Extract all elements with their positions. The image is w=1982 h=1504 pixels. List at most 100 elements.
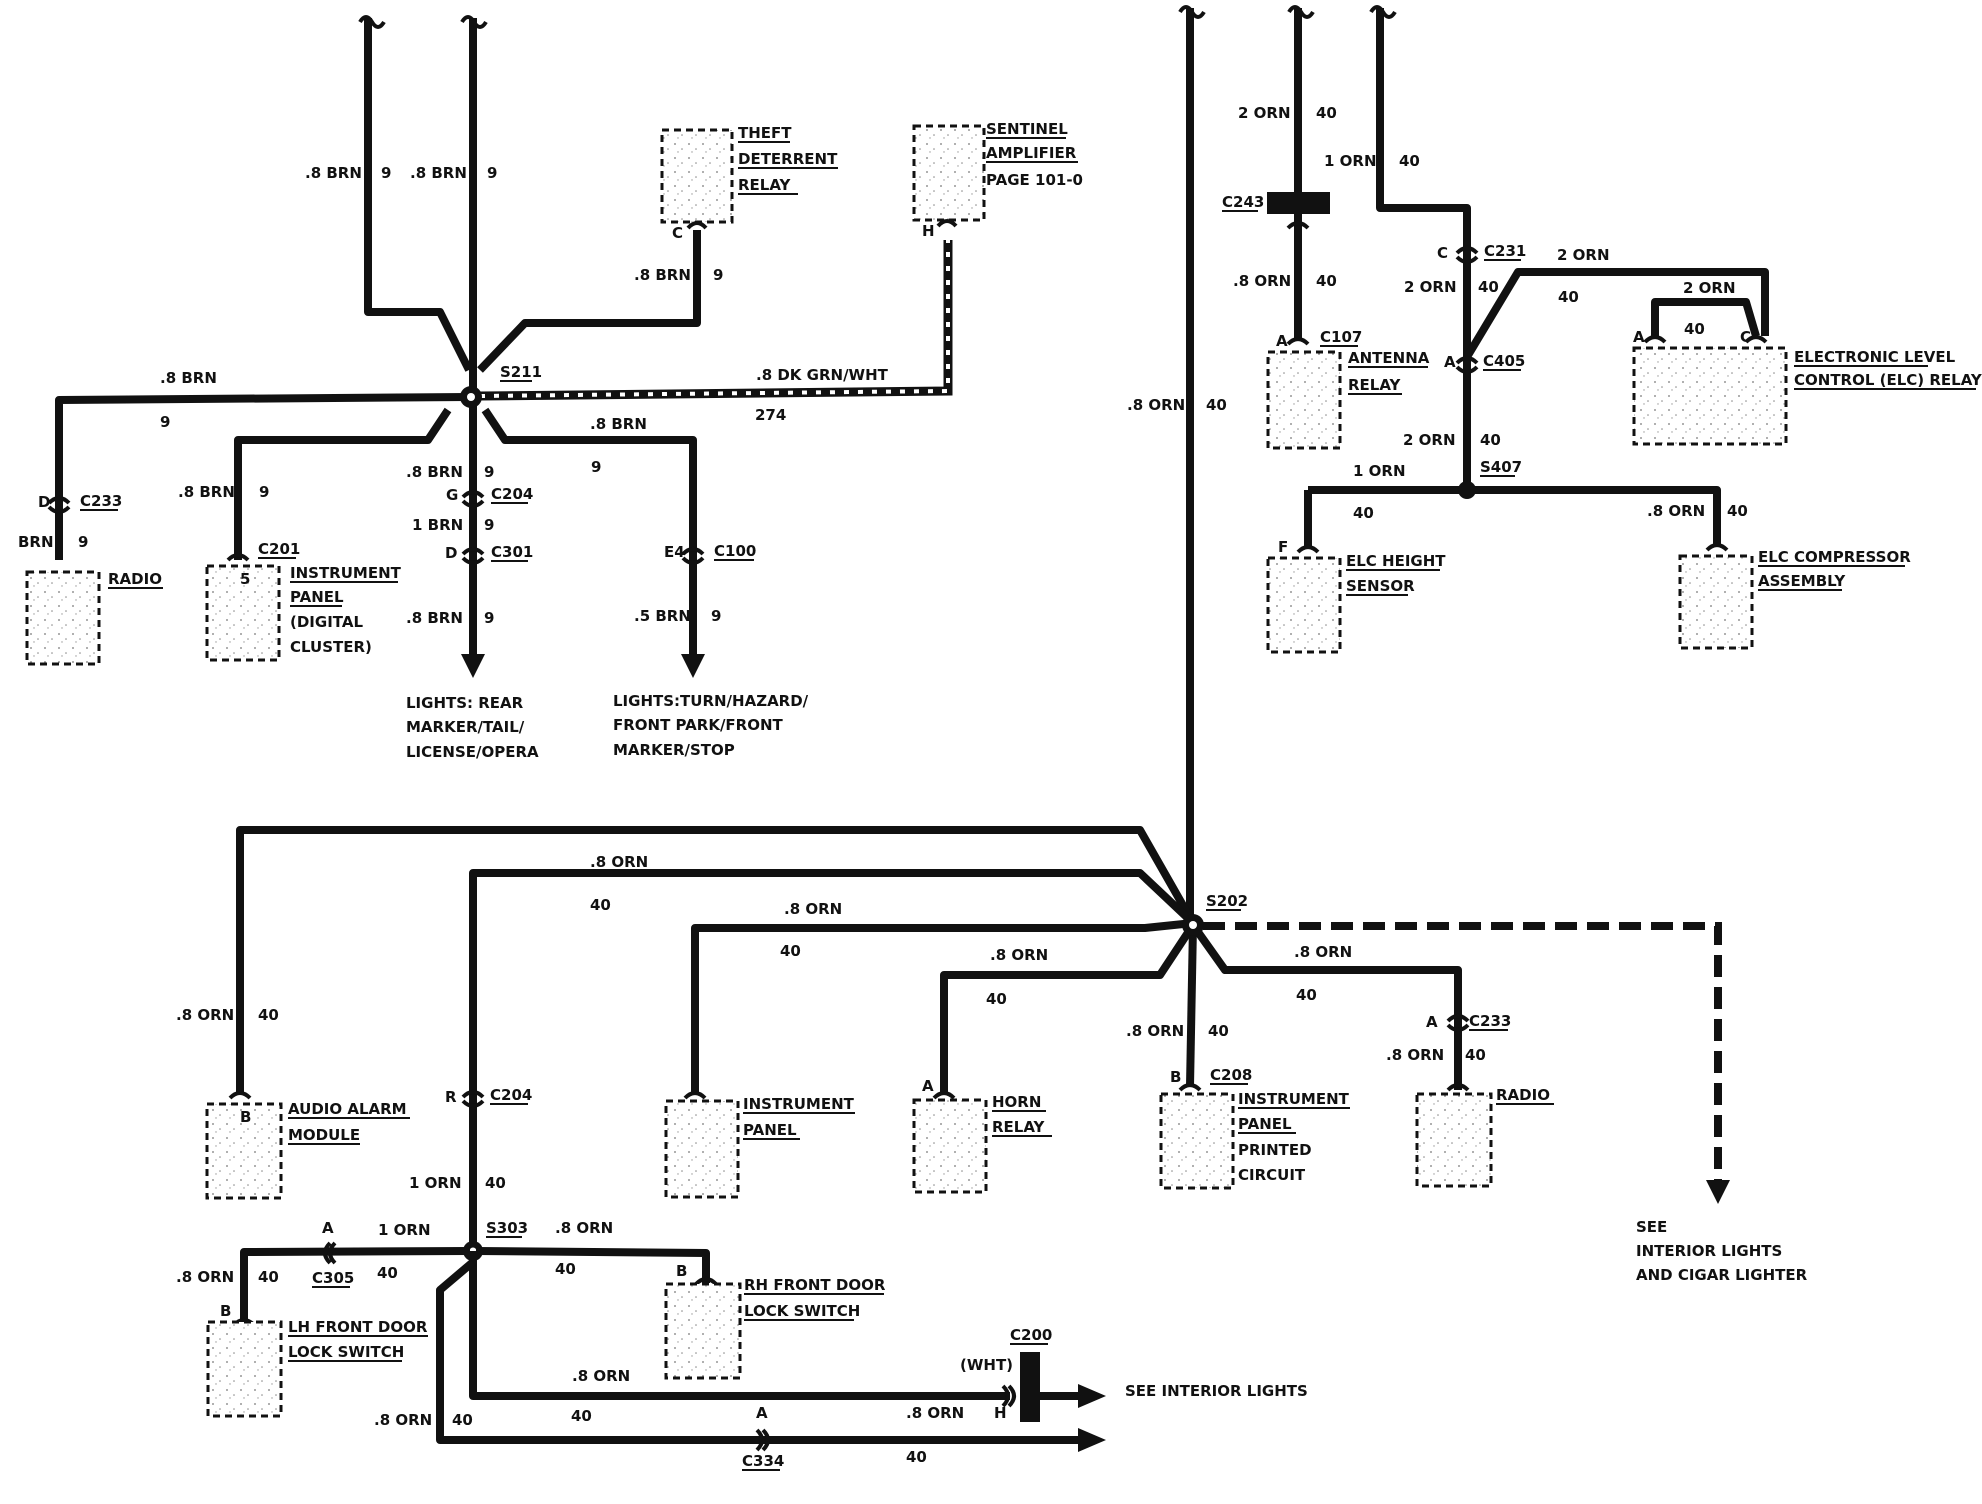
sentinel-amplifier-box	[912, 124, 986, 222]
connector-c334-label: C334	[742, 1452, 784, 1470]
arrow-right	[1078, 1428, 1106, 1452]
wire-label: 2 ORN	[1557, 246, 1610, 264]
arrow-down	[681, 654, 705, 678]
connector-c201-label: C201	[258, 540, 300, 558]
interior-lights-ref: SEE	[1636, 1218, 1667, 1236]
wire-label: .8 ORN	[555, 1219, 613, 1237]
connector-c107-label: C107	[1320, 328, 1362, 346]
wire-label: 40	[1316, 104, 1337, 122]
wire-label: .8 ORN	[1294, 943, 1352, 961]
wire-orn-elc	[1376, 8, 1471, 485]
wire-label: 40	[485, 1174, 506, 1192]
turn-lights-label: FRONT PARK/FRONT	[613, 716, 784, 734]
arrow-right	[1078, 1384, 1106, 1408]
wire-label: 40	[590, 896, 611, 914]
interior-lights-ref: INTERIOR LIGHTS	[1636, 1242, 1782, 1260]
brn-circuit: S211 .8 BRN 9 .8 BRN 9 THEFT DETERRENT R…	[18, 15, 1083, 761]
wire-label: 1 BRN	[412, 516, 463, 534]
elc-height-label: SENSOR	[1346, 577, 1415, 595]
wire-orn-interior-dashed	[1203, 922, 1722, 1180]
connector-pin: A	[1426, 1013, 1438, 1031]
wire-label: .8 ORN	[590, 853, 648, 871]
theft-deterrent-relay-box	[660, 128, 734, 224]
connector-c200-color: (WHT)	[960, 1356, 1013, 1374]
wire-label: 40	[1206, 396, 1227, 414]
connector-pin: A	[322, 1219, 334, 1237]
connector-pin: A	[922, 1077, 934, 1095]
radio-box	[1415, 1092, 1493, 1188]
connector-pin: A	[1276, 332, 1288, 350]
connector-c305-label: C305	[312, 1269, 354, 1287]
wire-label: .8 BRN	[305, 164, 362, 182]
wire-label: .8 BRN	[634, 266, 691, 284]
connector-c208-label: C208	[1210, 1066, 1252, 1084]
connector-c204-label: C204	[491, 485, 533, 503]
wire-label: 9	[484, 609, 494, 627]
wire-orn-s407	[1304, 486, 1721, 548]
wire-label: 40	[1478, 278, 1499, 296]
turn-lights-label: MARKER/STOP	[613, 741, 735, 759]
rh-switch-label: RH FRONT DOOR	[744, 1276, 886, 1294]
connector-pin: A	[756, 1404, 768, 1422]
interior-lights-ref: AND CIGAR LIGHTER	[1636, 1266, 1808, 1284]
connector-c233-label: C233	[80, 492, 122, 510]
wire-label: 1 ORN	[409, 1174, 462, 1192]
wire-label: 40	[1316, 272, 1337, 290]
wire-label: .8 ORN	[176, 1268, 234, 1286]
connector-pin: C	[672, 224, 683, 242]
connector-c231-label: C231	[1484, 242, 1526, 260]
connector-pin: B	[676, 1262, 687, 1280]
wire-label: 40	[1480, 431, 1501, 449]
wire-label: .8 ORN	[906, 1404, 964, 1422]
wire-label: 40	[1727, 502, 1748, 520]
wire-label: .8 DK GRN/WHT	[756, 366, 889, 384]
wire-label: .8 ORN	[1126, 1022, 1184, 1040]
wire-label: .8 ORN	[784, 900, 842, 918]
splice-s407-label: S407	[1480, 458, 1522, 476]
wire-orn-elc-relay	[1463, 268, 1769, 360]
rear-lights-label: LICENSE/OPERA	[406, 743, 539, 761]
wire-label: .8 ORN	[1233, 272, 1291, 290]
connector-pin: H	[922, 222, 935, 240]
wire-label: 9	[484, 463, 494, 481]
arrow-down	[461, 654, 485, 678]
connector-c405-label: C405	[1483, 352, 1525, 370]
elc-height-label: ELC HEIGHT	[1346, 552, 1446, 570]
lh-switch-label: LOCK SWITCH	[288, 1343, 404, 1361]
wire-label: 40	[986, 990, 1007, 1008]
theft-deterrent-label: DETERRENT	[738, 150, 838, 168]
sentinel-label: PAGE 101-0	[986, 171, 1083, 189]
wire-label: 40	[258, 1006, 279, 1024]
wire-label: 40	[780, 942, 801, 960]
connector-pin: A	[1633, 328, 1645, 346]
wire-label: .8 BRN	[160, 369, 217, 387]
instrument-panel-label: PANEL	[743, 1121, 797, 1139]
connector-pin: C	[1740, 328, 1751, 346]
wire-label: .8 BRN	[178, 483, 235, 501]
rear-lights-label: MARKER/TAIL/	[406, 718, 525, 736]
ip-digital-label: CLUSTER)	[290, 638, 372, 656]
splice-s211-label: S211	[500, 363, 542, 381]
wire-label: .8 ORN	[1386, 1046, 1444, 1064]
splice-s407	[1458, 481, 1476, 499]
instrument-panel-label: INSTRUMENT	[743, 1095, 855, 1113]
wire-label: 40	[571, 1407, 592, 1425]
connector-c200-label: C200	[1010, 1326, 1052, 1344]
horn-relay-label: RELAY	[992, 1118, 1046, 1136]
wire-label: 40	[258, 1268, 279, 1286]
orn-circuit-lower: S202 .8 ORN 40 B AUDIO ALARM MODULE .8 O…	[176, 826, 1808, 1471]
arrow-down	[1706, 1180, 1730, 1204]
wire-label: .8 ORN	[374, 1411, 432, 1429]
wire-brn-radio	[55, 393, 469, 560]
wire-label: 9	[160, 413, 170, 431]
theft-deterrent-label: THEFT	[738, 124, 792, 142]
wire-orn-rh	[475, 1247, 710, 1283]
connector-c243-body	[1267, 192, 1330, 214]
wire-label: .8 ORN	[572, 1367, 630, 1385]
wire-label: 40	[1296, 986, 1317, 1004]
wire-label: 40	[1208, 1022, 1229, 1040]
lh-door-switch-box	[206, 1320, 283, 1418]
wire-label: 2 ORN	[1404, 278, 1457, 296]
connector-pin: B	[1170, 1068, 1181, 1086]
